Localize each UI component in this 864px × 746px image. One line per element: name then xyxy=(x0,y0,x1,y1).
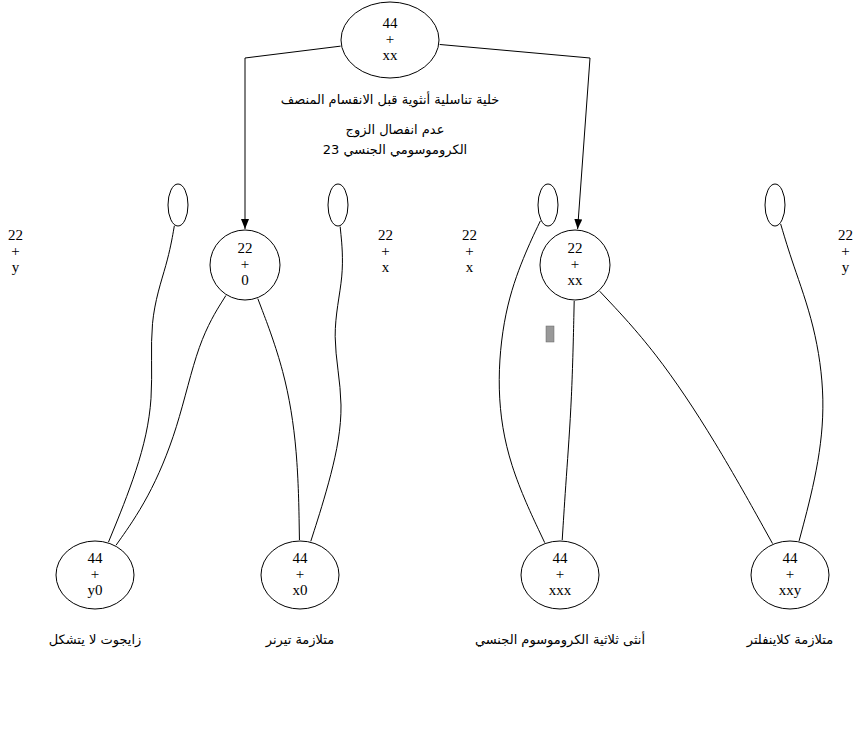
germ-cell: 44 + xx xyxy=(340,1,440,79)
zygote-cell: 44 + y0 xyxy=(55,540,135,610)
sperm-cell-shape xyxy=(538,184,558,226)
sperm-cell-outline xyxy=(167,183,189,227)
sperm-cell-shape xyxy=(328,184,348,226)
sperm-cell-outline xyxy=(764,183,786,227)
chromosome-count: 22 + y xyxy=(8,228,23,275)
fusion-line xyxy=(258,299,300,540)
fusion-line xyxy=(562,301,574,540)
zygote-cell: 44 + xxy xyxy=(750,540,830,610)
zygote-cell-shape xyxy=(261,541,339,609)
fusion-line xyxy=(600,291,773,543)
grey-mark xyxy=(546,326,554,342)
chromosome-count: 22 + x xyxy=(462,228,477,275)
sperm-cell: 22 + x xyxy=(537,183,559,227)
division-arrow xyxy=(440,44,590,229)
sperm-cell: 22 + x xyxy=(327,183,349,227)
sperm-tail xyxy=(499,221,544,543)
zygote-cell-shape xyxy=(751,541,829,609)
sperm-cell-shape xyxy=(168,184,188,226)
outcome-caption: زايجوت لا يتشكل xyxy=(49,630,142,650)
outcome-caption: متلازمة تيرنر xyxy=(266,630,335,650)
sperm-tail xyxy=(781,224,823,541)
zygote-cell-shape xyxy=(521,541,599,609)
process-note: عدم انفصال الزوج الكروموسومي الجنسي 23 xyxy=(320,120,470,159)
chromosome-count: 44 + y0 xyxy=(88,551,103,598)
germ-cell-shape xyxy=(341,2,439,78)
sperm-tail xyxy=(108,226,174,542)
sperm-cell: 22 + y xyxy=(764,183,786,227)
chromosome-count: 44 + xx xyxy=(383,16,398,63)
chromosome-count: 22 + 0 xyxy=(238,241,253,288)
sperm-cell-shape xyxy=(765,184,785,226)
division-arrow xyxy=(245,46,341,229)
chromosome-count: 22 + x xyxy=(378,228,393,275)
sperm-cell-outline xyxy=(537,183,559,227)
sperm-cell: 22 + y xyxy=(167,183,189,227)
zygote-cell-shape xyxy=(56,541,134,609)
zygote-cell: 44 + xxx xyxy=(520,540,600,610)
chromosome-count: 44 + xxx xyxy=(549,551,572,598)
egg-cell: 22 + xx xyxy=(539,229,611,301)
chromosome-count: 22 + y xyxy=(838,228,853,275)
fusion-line xyxy=(116,296,226,546)
chromosome-count: 22 + xx xyxy=(568,241,583,288)
cell-caption: خلية تناسلية أنثوية قبل الانقسام المنصف xyxy=(281,90,500,110)
outcome-caption: متلازمة كلاينفلتر xyxy=(747,630,833,650)
egg-cell-shape xyxy=(540,230,610,300)
egg-cell-shape xyxy=(210,230,280,300)
sperm-tail xyxy=(311,227,343,542)
egg-cell: 22 + 0 xyxy=(209,229,281,301)
sperm-cell-outline xyxy=(327,183,349,227)
outcome-caption: أنثى ثلاثية الكروموسوم الجنسي xyxy=(475,630,645,650)
chromosome-count: 44 + x0 xyxy=(293,551,308,598)
chromosome-count: 44 + xxy xyxy=(779,551,802,598)
zygote-cell: 44 + x0 xyxy=(260,540,340,610)
